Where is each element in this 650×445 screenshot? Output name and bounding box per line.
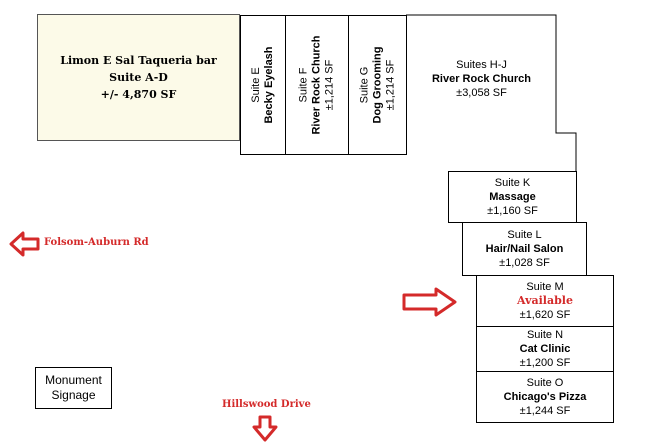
suite-g-size: ±1,214 SF <box>384 59 396 111</box>
suite-m-label: Suite M <box>526 281 564 293</box>
suite-k-name: Massage <box>489 191 536 203</box>
monument-signage-line1: Monument <box>45 373 102 387</box>
road-label-west: Folsom-Auburn Rd <box>44 237 149 248</box>
suite-n-size: ±1,200 SF <box>519 357 571 369</box>
suite-k-size: ±1,160 SF <box>487 205 538 217</box>
suite-h-j[interactable]: Suites H-J River Rock Church ±3,058 SF <box>407 58 556 110</box>
left-arrow-icon <box>9 231 40 257</box>
suite-k-label: Suite K <box>494 177 531 189</box>
suite-e-name: Becky Eyelash <box>263 46 275 124</box>
suite-l-name: Hair/Nail Salon <box>485 243 564 255</box>
suite-k[interactable]: Suite K Massage ±1,160 SF <box>448 171 577 223</box>
suite-n-label: Suite N <box>526 329 564 341</box>
suite-a-d[interactable]: Limon E Sal Taqueria bar Suite A-D +/- 4… <box>37 14 240 141</box>
suite-f-name: River Rock Church <box>310 35 323 135</box>
suite-f[interactable]: Suite F River Rock Church ±1,214 SF <box>285 15 349 155</box>
suite-a-d-size: +/- 4,870 SF <box>100 88 177 101</box>
suite-n-name: Cat Clinic <box>519 343 571 355</box>
suite-f-label: Suite F <box>297 67 310 103</box>
suite-g-label: Suite G <box>358 66 370 104</box>
suite-a-d-label: Suite A-D <box>109 71 168 84</box>
suite-m[interactable]: Suite M Available ±1,620 SF <box>476 275 614 327</box>
suite-e[interactable]: Suite E Becky Eyelash <box>240 15 285 155</box>
suite-h-j-size: ±3,058 SF <box>456 87 507 99</box>
down-arrow-icon <box>252 415 278 442</box>
suite-o-size: ±1,244 SF <box>519 405 571 417</box>
suite-n[interactable]: Suite N Cat Clinic ±1,200 SF <box>476 326 614 372</box>
right-arrow-icon <box>402 287 457 317</box>
suite-m-status: Available <box>517 294 573 307</box>
monument-signage: Monument Signage <box>35 367 112 409</box>
suite-l[interactable]: Suite L Hair/Nail Salon ±1,028 SF <box>462 222 587 276</box>
suite-l-size: ±1,028 SF <box>499 257 550 269</box>
suite-e-label: Suite E <box>250 67 262 103</box>
suite-m-size: ±1,620 SF <box>519 309 571 321</box>
suite-h-j-label: Suites H-J <box>456 59 507 71</box>
suite-o-label: Suite O <box>526 377 564 389</box>
suite-g[interactable]: Suite G Dog Grooming ±1,214 SF <box>349 15 407 155</box>
suite-l-label: Suite L <box>507 229 542 241</box>
suite-f-size: ±1,214 SF <box>323 59 336 111</box>
suite-g-name: Dog Grooming <box>371 46 383 124</box>
suite-o-name: Chicago's Pizza <box>503 391 587 403</box>
road-label-south: Hillswood Drive <box>222 399 311 410</box>
suite-o[interactable]: Suite O Chicago's Pizza ±1,244 SF <box>476 371 614 423</box>
suite-a-d-name: Limon E Sal Taqueria bar <box>60 54 217 67</box>
suite-h-j-name: River Rock Church <box>431 73 532 85</box>
monument-signage-line2: Signage <box>51 388 96 402</box>
